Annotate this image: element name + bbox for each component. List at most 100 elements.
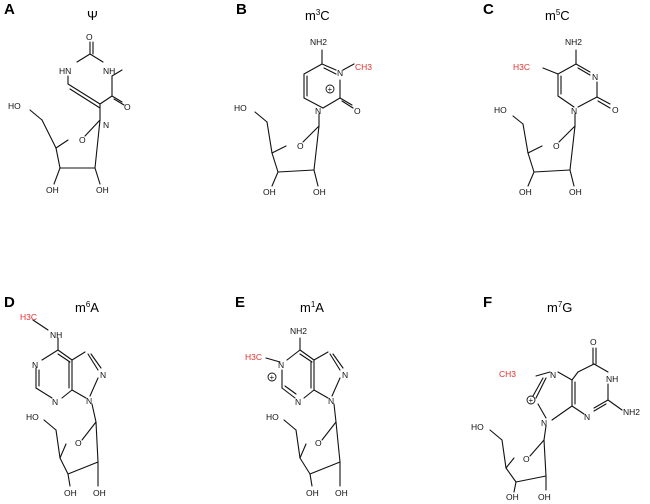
panel-f: F m7G O CH3 N + NH N <box>471 294 640 502</box>
atom-d-oh1: OH <box>64 488 77 498</box>
panel-title-b-tail: C <box>320 8 329 23</box>
atom-d-h3c: H3C <box>20 312 37 322</box>
charge-b-plus: + <box>328 85 333 94</box>
pyrimidine-ring-b <box>303 49 355 127</box>
ribose-b <box>254 111 320 187</box>
atom-c-n3: N <box>592 72 598 82</box>
ribose-f <box>489 429 547 493</box>
panel-b: B m3C NH2 N CH3 + N O <box>234 1 372 197</box>
panel-letter-a: A <box>4 1 15 18</box>
atom-e-o-ring: O <box>315 438 322 448</box>
atom-e-n1: N <box>278 360 284 370</box>
atom-a-ho: HO <box>8 101 21 111</box>
ribose-e <box>283 419 341 487</box>
atom-b-n1: N <box>315 106 321 116</box>
atom-f-o-ring: O <box>523 454 530 464</box>
atom-f-oh1: OH <box>506 492 519 502</box>
panel-title-d-tail: A <box>90 300 99 315</box>
atom-b-o-ring: O <box>297 141 304 151</box>
atom-d-o-ring: O <box>75 438 82 448</box>
atom-e-oh1: OH <box>306 488 319 498</box>
panel-title-a: Ψ <box>87 8 98 23</box>
atom-a-oh2: OH <box>96 185 109 195</box>
panel-title-b-sup: 3 <box>316 8 321 17</box>
panel-title-d-base: m <box>75 300 86 315</box>
atom-a-nh: NH <box>103 66 115 76</box>
atom-c-o-ring: O <box>553 141 560 151</box>
panel-title-f-base: m <box>547 300 558 315</box>
atom-f-nh2: NH2 <box>623 407 640 417</box>
panel-title-e-tail: A <box>315 300 324 315</box>
panel-title-c-tail: C <box>560 8 569 23</box>
purine-ring-e <box>265 337 344 423</box>
atom-e-h3c: H3C <box>245 352 262 362</box>
purine-ring-d <box>32 319 102 423</box>
atom-a-hn: HN <box>59 66 71 76</box>
atom-e-n3: N <box>295 397 301 407</box>
panel-letter-b: B <box>236 1 247 18</box>
atom-d-n7: N <box>100 370 106 380</box>
atom-d-n3: N <box>52 397 58 407</box>
panel-title-b: m3C <box>305 8 330 23</box>
panel-title-e-sup: 1 <box>311 300 316 309</box>
atom-d-ho: HO <box>26 412 39 422</box>
charge-e <box>267 372 277 382</box>
panel-title-f-sup: 7 <box>558 300 563 309</box>
pyrimidine-ring-c <box>542 49 611 127</box>
atom-d-nh: NH <box>50 330 62 340</box>
pyrimidine-ring-a <box>67 41 125 121</box>
panel-title-e: m1A <box>300 300 324 315</box>
panel-title-f-tail: G <box>562 300 572 315</box>
panel-title-c-base: m <box>545 8 556 23</box>
panel-title-d-sup: 6 <box>86 300 91 309</box>
panel-letter-e: E <box>235 294 245 311</box>
panel-title-c-sup: 5 <box>556 8 561 17</box>
panel-title-b-base: m <box>305 8 316 23</box>
panel-d: D m6A H3C NH N N N N <box>4 294 106 498</box>
panel-title-d: m6A <box>75 300 99 315</box>
panel-title-c: m5C <box>545 8 570 23</box>
atom-b-o: O <box>354 106 361 116</box>
atom-f-n7: N <box>550 370 556 380</box>
atom-b-n-ring: N <box>337 68 343 78</box>
panel-a: A Ψ O HN NH O N <box>4 1 131 195</box>
panel-e: E m1A NH2 H3C N + N N N <box>235 294 348 498</box>
atom-f-ch3: CH3 <box>499 369 516 379</box>
panel-title-f: m7G <box>547 300 572 315</box>
atom-b-nh2: NH2 <box>310 37 327 47</box>
panel-letter-c: C <box>483 1 494 18</box>
atom-c-oh1: OH <box>519 187 532 197</box>
atom-b-ch3: CH3 <box>355 62 372 72</box>
atom-d-n1: N <box>32 360 38 370</box>
atom-a-o2: O <box>124 102 131 112</box>
atom-c-oh2: OH <box>569 187 582 197</box>
panel-letter-d: D <box>4 294 15 311</box>
atom-a-o1: O <box>86 32 93 42</box>
atom-c-n1: N <box>571 106 577 116</box>
atom-a-o-ring: O <box>79 135 86 145</box>
panel-letter-f: F <box>483 294 492 311</box>
atom-f-n3: N <box>584 412 590 422</box>
atom-a-n: N <box>103 120 109 130</box>
atom-e-n7: N <box>342 370 348 380</box>
atom-f-ho: HO <box>471 422 484 432</box>
atom-b-oh1: OH <box>263 187 276 197</box>
purine-ring-f <box>532 347 623 441</box>
atom-f-n9: N <box>541 418 547 428</box>
ribose-c <box>512 115 576 187</box>
atom-c-h3c: H3C <box>513 62 530 72</box>
atom-f-oh2: OH <box>538 492 551 502</box>
ribose-d <box>43 419 99 487</box>
atom-b-ho: HO <box>234 103 247 113</box>
panel-c: C m5C NH2 H3C N N O <box>483 1 619 197</box>
atom-d-n9: N <box>86 396 92 406</box>
atom-a-oh1: OH <box>46 185 59 195</box>
atom-b-oh2: OH <box>313 187 326 197</box>
atom-e-oh2: OH <box>335 488 348 498</box>
ribose-a <box>29 109 101 185</box>
charge-f <box>526 395 536 405</box>
atom-c-nh2: NH2 <box>565 37 582 47</box>
charge-e-plus: + <box>270 373 275 382</box>
charge-f-plus: + <box>529 396 534 405</box>
